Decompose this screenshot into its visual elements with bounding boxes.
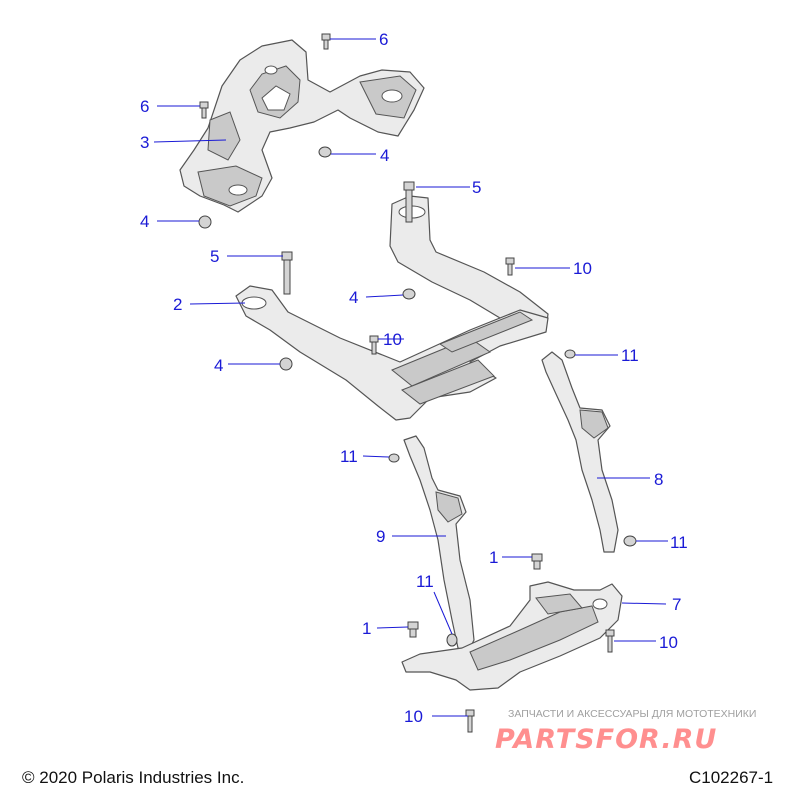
callout-10: 10 xyxy=(383,330,402,349)
fastener-bolt-1-left xyxy=(407,621,419,638)
callout-11: 11 xyxy=(340,447,358,466)
diagram-code: C102267-1 xyxy=(689,768,773,787)
callout-6: 6 xyxy=(140,97,149,116)
callout-labels: 6 6 3 4 5 4 5 10 2 4 10 11 4 11 8 9 11 1… xyxy=(140,30,688,726)
callout-8: 8 xyxy=(654,470,663,489)
fastener-bolt-5-upper xyxy=(403,181,415,223)
watermark-brand: PARTSFOR.RU xyxy=(495,724,717,755)
leader-lines xyxy=(153,38,668,717)
callout-10: 10 xyxy=(573,259,592,278)
callout-1: 1 xyxy=(489,548,498,567)
callout-4: 4 xyxy=(349,288,358,307)
callout-9: 9 xyxy=(376,527,385,546)
callout-3: 3 xyxy=(140,133,149,152)
part-2-crossmember xyxy=(235,195,549,421)
fastener-bolt-10-right-upper xyxy=(505,257,515,276)
fastener-bolt-5-left xyxy=(281,251,293,295)
watermark: ЗАПЧАСТИ И АКСЕССУАРЫ ДЛЯ МОТОТЕХНИКИ PA… xyxy=(495,708,756,755)
callout-10: 10 xyxy=(659,633,678,652)
fastener-bolt-10-bottom xyxy=(465,709,475,733)
callout-4: 4 xyxy=(380,146,389,165)
callout-7: 7 xyxy=(672,595,681,614)
fastener-nut-4-left-upper xyxy=(198,215,212,229)
part-7-lower-crossmember xyxy=(401,581,623,691)
fastener-nut-4-left-lower xyxy=(279,357,293,371)
callout-4: 4 xyxy=(140,212,149,231)
fastener-bolt-6-left xyxy=(199,101,209,119)
callout-5: 5 xyxy=(472,178,481,197)
callout-5: 5 xyxy=(210,247,219,266)
callout-6: 6 xyxy=(379,30,388,49)
callout-4: 4 xyxy=(214,356,223,375)
fastener-nut-11-lower-right xyxy=(623,535,637,547)
fastener-nut-11-left xyxy=(388,453,400,463)
fastener-bolt-10-right-lower xyxy=(605,629,615,653)
fastener-bolt-1-center xyxy=(531,553,543,570)
callout-2: 2 xyxy=(173,295,182,314)
fastener-nut-11-bottom xyxy=(446,633,458,647)
callout-11: 11 xyxy=(670,533,688,552)
callout-11: 11 xyxy=(621,346,639,365)
copyright-text: © 2020 Polaris Industries Inc. xyxy=(22,768,244,787)
part-8-right-bracket xyxy=(541,351,619,553)
callout-1: 1 xyxy=(362,619,371,638)
callout-11: 11 xyxy=(416,572,434,591)
fastener-bolt-6-top xyxy=(321,33,331,50)
fastener-nut-4-upper xyxy=(318,146,332,158)
fastener-nut-11-upper-right xyxy=(564,349,576,359)
part-9-left-bracket xyxy=(403,435,475,653)
fastener-nut-4-center xyxy=(402,288,416,300)
part-3-upper-bracket xyxy=(179,39,425,213)
callout-10: 10 xyxy=(404,707,423,726)
watermark-tagline: ЗАПЧАСТИ И АКСЕССУАРЫ ДЛЯ МОТОТЕХНИКИ xyxy=(508,708,756,720)
